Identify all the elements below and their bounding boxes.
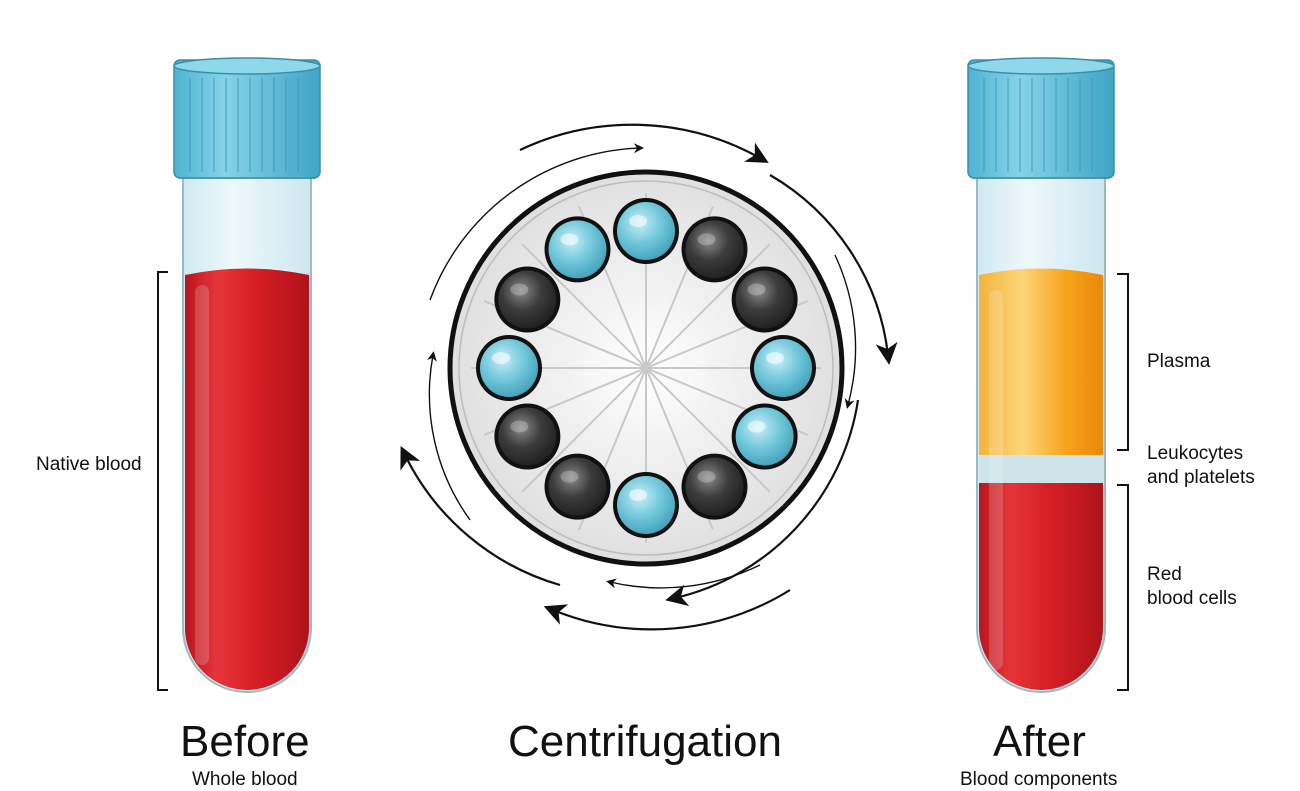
after-subtitle: Blood components [960,769,1118,790]
rbc-label-line2: blood cells [1147,588,1237,609]
before-title: Before [180,717,310,766]
rotor-slot-empty [681,453,748,520]
rotor-slot-empty [544,453,611,520]
rotation-arrow [769,174,898,365]
rotor-spoke [521,367,647,493]
rotation-arrows [400,123,898,631]
rotor-slot-filled [731,403,798,470]
plasma-label: Plasma [1147,351,1211,372]
after-tube-plasma-layer [979,268,1103,455]
buffy-label-line1: Leukocytes [1147,443,1244,464]
rbc-label-line1: Red [1147,564,1182,585]
rotation-arrow [665,399,860,606]
rotation-arrow [834,254,857,409]
after-tube-cap [967,57,1115,179]
rotor-slot-filled [476,335,542,401]
rotor-slot-filled [750,335,816,401]
rotor-slot-empty [681,216,748,283]
rotation-arrow [429,143,644,301]
rotor-slots [476,198,816,538]
after-tube [967,57,1115,693]
before-tube-blood [185,268,309,690]
centrifuge-rotor [447,169,845,567]
centrifugation-title: Centrifugation [508,717,782,766]
rotor-slot-empty [494,266,561,333]
rbc-bracket [1117,484,1129,691]
rotor-slot-empty [731,266,798,333]
after-title: After [993,717,1086,766]
before-subtitle: Whole blood [192,769,298,790]
after-tube-buffy-layer [979,455,1103,483]
plasma-bracket [1117,273,1129,451]
rotation-arrow [400,446,561,587]
rotor-slot-filled [544,216,611,283]
native-blood-bracket [157,271,168,691]
before-tube-cap [173,57,321,179]
rotation-arrow [519,123,769,163]
buffy-label-line2: and platelets [1147,467,1255,488]
rotor-slot-filled [613,472,679,538]
rotor-spoke [645,367,771,493]
rotor-spoke [645,243,771,369]
after-tube-highlight [989,290,1003,670]
before-tube [173,57,321,693]
rotor-slot-empty [494,403,561,470]
rotation-arrow [606,564,761,589]
rotation-arrow [426,351,471,521]
before-tube-highlight [195,285,209,665]
native-blood-label: Native blood [36,454,142,475]
rotor-spoke [521,243,647,369]
rotor-slot-filled [613,198,679,264]
after-tube-rbc-layer [979,483,1103,690]
rotation-arrow [543,589,791,631]
